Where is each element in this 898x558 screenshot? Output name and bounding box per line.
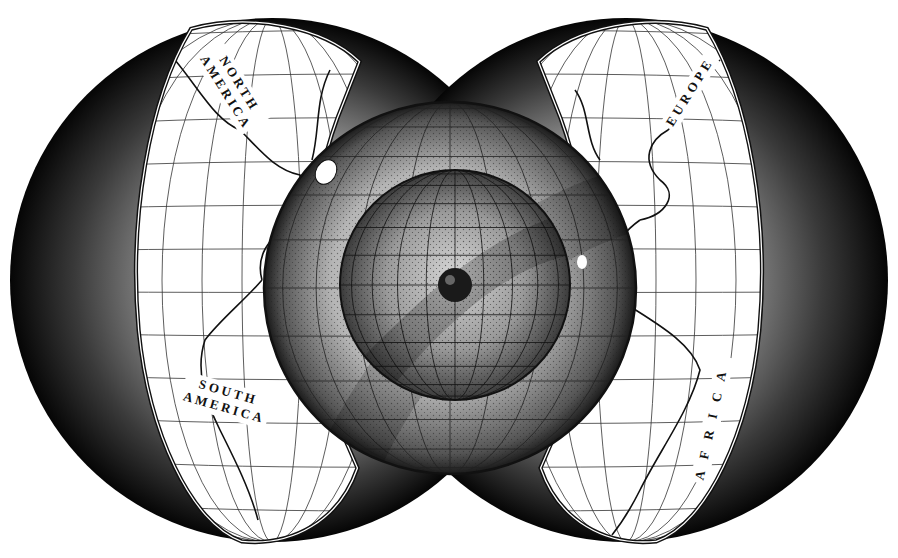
parallel	[100, 544, 800, 555]
central-sun	[438, 268, 472, 302]
parallel	[355, 227, 554, 228]
inner-stipple	[340, 170, 570, 400]
peel-left	[82, 18, 800, 555]
globe-outline	[264, 102, 636, 474]
inner-band	[360, 215, 570, 395]
central-globe	[264, 102, 640, 474]
polar-opening	[311, 156, 341, 189]
globe-body	[264, 102, 636, 474]
inner-outline	[340, 170, 570, 400]
continent-label: EUROPE	[660, 51, 720, 132]
peel-right	[100, 18, 816, 555]
continent-label: AFRICA	[690, 355, 735, 485]
globe-stipple	[264, 102, 636, 474]
continent-label: SOUTH AMERICA	[178, 371, 274, 429]
parallel	[398, 185, 513, 186]
peel-grid	[82, 18, 800, 555]
parallel	[374, 203, 537, 204]
central-sun-glint	[445, 275, 455, 285]
parallel	[100, 544, 800, 555]
globe-grid	[264, 102, 640, 474]
peel-grid	[100, 18, 816, 555]
inner-grid	[340, 170, 570, 400]
parallel	[100, 30, 800, 40]
continent-label: NORTH AMERICA	[194, 41, 271, 136]
parallel	[318, 156, 581, 157]
inner-sphere	[340, 170, 570, 400]
shadow-band	[330, 170, 640, 470]
parallel	[402, 467, 498, 468]
inner-body	[340, 170, 570, 400]
parallel	[357, 126, 543, 127]
parallel	[425, 396, 485, 397]
coastline	[575, 90, 600, 160]
parallel	[398, 384, 513, 385]
polar-opening	[577, 255, 587, 269]
coastline-europe	[640, 60, 720, 220]
parallel	[425, 173, 485, 174]
parallel	[402, 108, 498, 109]
